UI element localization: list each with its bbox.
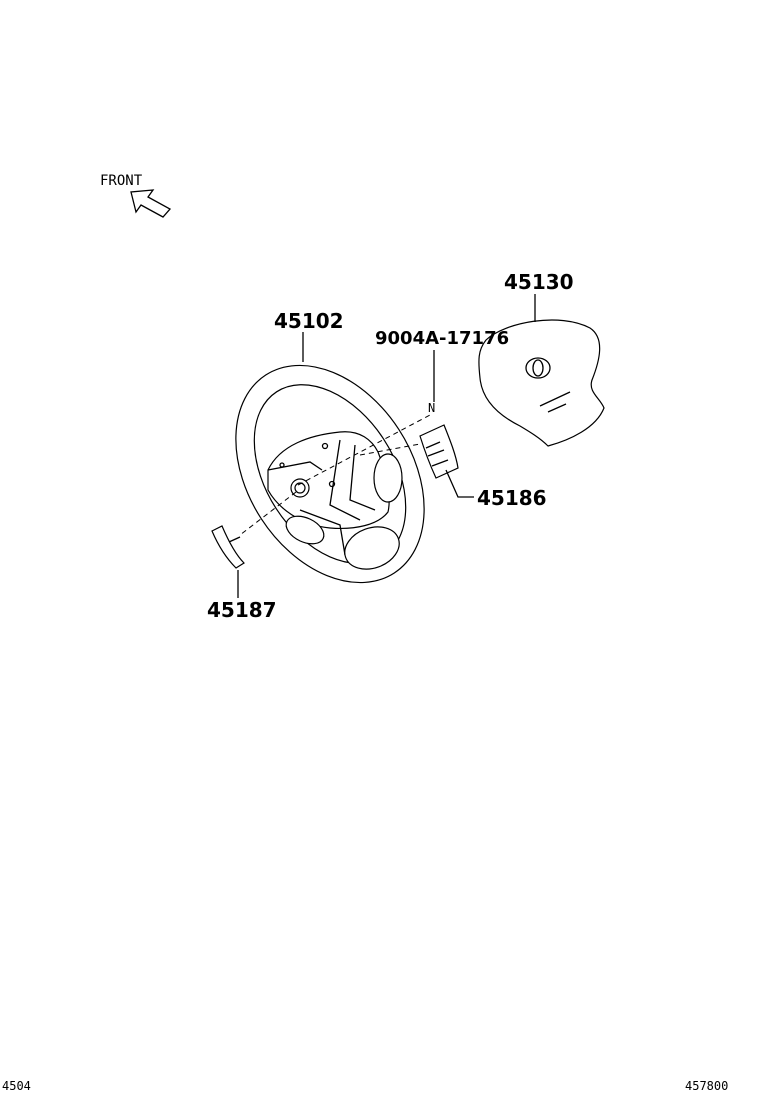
bolt-marker: N xyxy=(428,401,435,415)
assembly-line-bolt xyxy=(297,414,431,486)
assembly-line-right xyxy=(359,443,421,456)
part-number-cover-right: 45186 xyxy=(477,486,547,510)
leader-cover-right xyxy=(445,469,474,498)
cover-right xyxy=(419,424,459,479)
assembly-line-left xyxy=(239,491,297,536)
part-number-pad: 45130 xyxy=(504,270,574,294)
front-label: FRONT xyxy=(100,173,143,189)
part-number-cover-left: 45187 xyxy=(207,598,277,622)
footer-left-code: 4504 xyxy=(2,1079,31,1093)
part-number-bolt: 9004A-17176 xyxy=(375,328,509,349)
steering-wheel xyxy=(235,364,425,584)
front-arrow-icon xyxy=(130,189,172,218)
footer-right-code: 457800 xyxy=(685,1079,728,1093)
cover-left xyxy=(211,525,245,569)
front-indicator: FRONT xyxy=(100,173,172,218)
part-number-wheel: 45102 xyxy=(274,309,344,333)
horn-pad xyxy=(478,319,605,447)
